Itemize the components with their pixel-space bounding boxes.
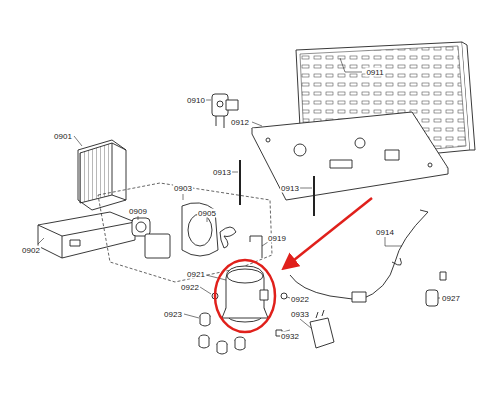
- callout-number: 0914: [375, 228, 395, 237]
- bracket: [250, 236, 262, 258]
- callout-number: 0910: [186, 96, 206, 105]
- tube: [240, 160, 314, 216]
- fan-shroud: [182, 203, 236, 256]
- callout-number: 0911: [365, 68, 384, 77]
- callout-number: 0927: [441, 294, 461, 303]
- callout-number: 0932: [280, 332, 300, 341]
- callout-number: 0922: [290, 295, 310, 304]
- callout-number: 0933: [290, 310, 310, 319]
- callout-number: 0913: [212, 168, 232, 177]
- compressor: [222, 266, 268, 322]
- callout-number: 0913: [280, 184, 300, 193]
- callout-number: 0919: [267, 234, 287, 243]
- highlight-circle: [215, 260, 275, 332]
- power-cable: [290, 210, 428, 302]
- drip-tray: [38, 212, 135, 258]
- leader-line: [38, 58, 440, 332]
- callout-number: 0905: [197, 209, 217, 218]
- grommet: [281, 293, 287, 299]
- relay: [310, 310, 334, 348]
- highlight-arrow: [284, 198, 372, 268]
- callout-number: 0912: [230, 118, 250, 127]
- base-plate: [252, 112, 448, 200]
- callout-number: 0923: [163, 310, 183, 319]
- callout-number: 0903: [173, 184, 193, 193]
- callout-number: 0909: [128, 207, 148, 216]
- fan-motor: [132, 218, 170, 258]
- condenser: [78, 140, 126, 210]
- callout-number: 0901: [53, 132, 73, 141]
- callout-number: 0922: [180, 283, 200, 292]
- callout-number: 0902: [21, 246, 41, 255]
- callout-number: 0921: [186, 270, 206, 279]
